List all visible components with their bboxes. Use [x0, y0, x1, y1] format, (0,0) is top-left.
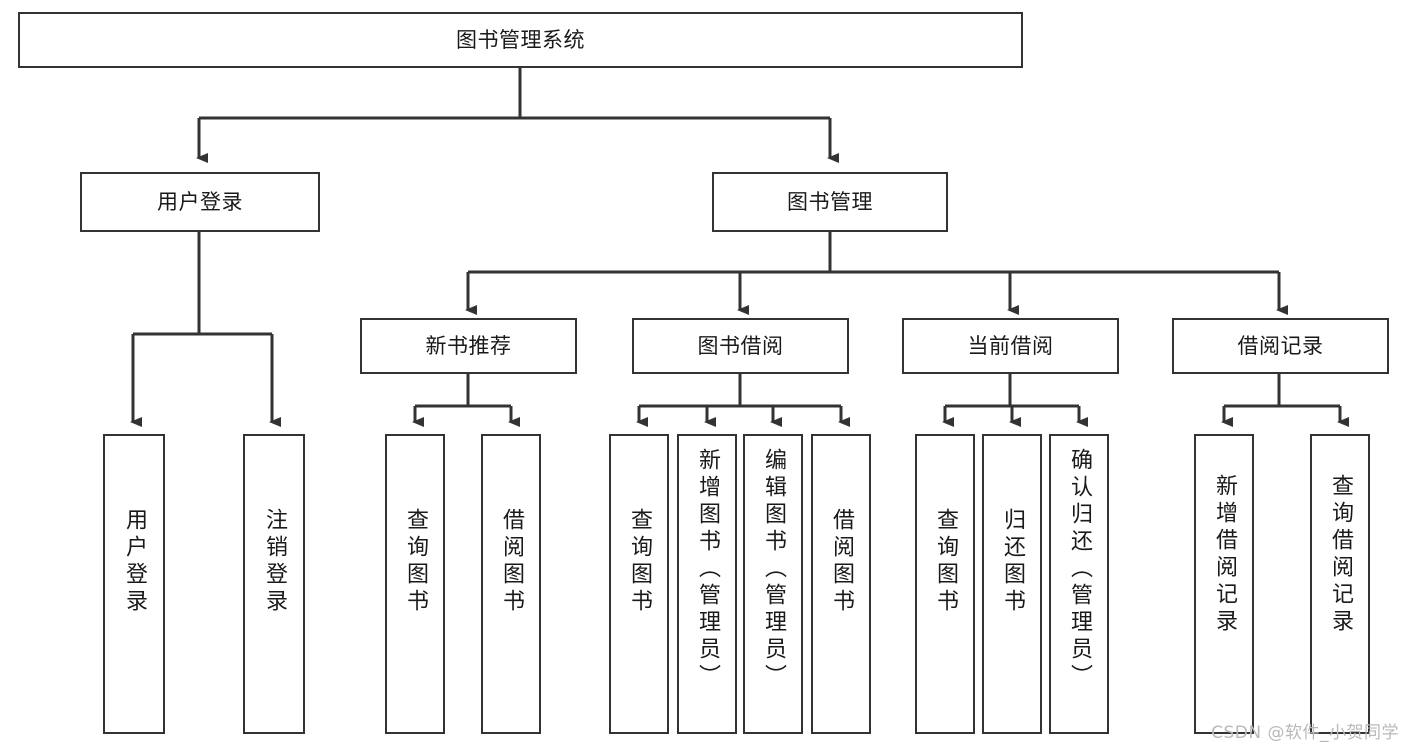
node-label: 借阅图书	[829, 508, 854, 616]
leaf-borrow-book-recommend[interactable]: 借阅图书	[481, 434, 541, 734]
node-label: 新书推荐	[425, 333, 512, 358]
leaf-add-book-admin[interactable]: 新增图书（管理员）	[677, 434, 737, 734]
node-label: 借阅记录	[1237, 333, 1324, 358]
leaf-borrow-book-borrow[interactable]: 借阅图书	[811, 434, 871, 734]
node-book-borrow[interactable]: 图书借阅	[632, 318, 849, 374]
leaf-return-book[interactable]: 归还图书	[982, 434, 1042, 734]
node-label: 用户登录	[157, 189, 243, 214]
node-label: 查询借阅记录	[1328, 474, 1353, 636]
leaf-query-book-recommend[interactable]: 查询图书	[385, 434, 445, 734]
node-label: 确认归还（管理员）	[1067, 448, 1092, 691]
node-borrow-record[interactable]: 借阅记录	[1172, 318, 1389, 374]
leaf-edit-book-admin[interactable]: 编辑图书（管理员）	[743, 434, 803, 734]
node-label: 借阅图书	[499, 508, 524, 616]
leaf-query-book-borrow[interactable]: 查询图书	[609, 434, 669, 734]
node-new-book-recommend[interactable]: 新书推荐	[360, 318, 577, 374]
node-label: 查询图书	[933, 508, 958, 616]
node-label: 当前借阅	[967, 333, 1054, 358]
node-label: 归还图书	[1000, 508, 1025, 616]
node-label: 查询图书	[403, 508, 428, 616]
node-label: 用户登录	[122, 508, 147, 616]
leaf-query-borrow-record[interactable]: 查询借阅记录	[1310, 434, 1370, 734]
node-label: 查询图书	[627, 508, 652, 616]
node-label: 图书管理	[787, 189, 873, 214]
leaf-user-login[interactable]: 用户登录	[103, 434, 165, 734]
node-root-book-management-system[interactable]: 图书管理系统	[18, 12, 1023, 68]
leaf-query-book-current[interactable]: 查询图书	[915, 434, 975, 734]
node-label: 编辑图书（管理员）	[761, 448, 786, 691]
node-label: 注销登录	[262, 508, 287, 616]
node-current-borrow[interactable]: 当前借阅	[902, 318, 1119, 374]
node-label: 新增图书（管理员）	[695, 448, 720, 691]
node-label: 新增借阅记录	[1212, 474, 1237, 636]
leaf-logout-login[interactable]: 注销登录	[243, 434, 305, 734]
node-user-login[interactable]: 用户登录	[80, 172, 320, 232]
watermark-text: CSDN @软件_小贺同学	[1211, 723, 1399, 743]
node-label: 图书借阅	[697, 333, 784, 358]
leaf-add-borrow-record[interactable]: 新增借阅记录	[1194, 434, 1254, 734]
node-book-management[interactable]: 图书管理	[712, 172, 948, 232]
node-label: 图书管理系统	[456, 27, 585, 52]
leaf-confirm-return-admin[interactable]: 确认归还（管理员）	[1049, 434, 1109, 734]
